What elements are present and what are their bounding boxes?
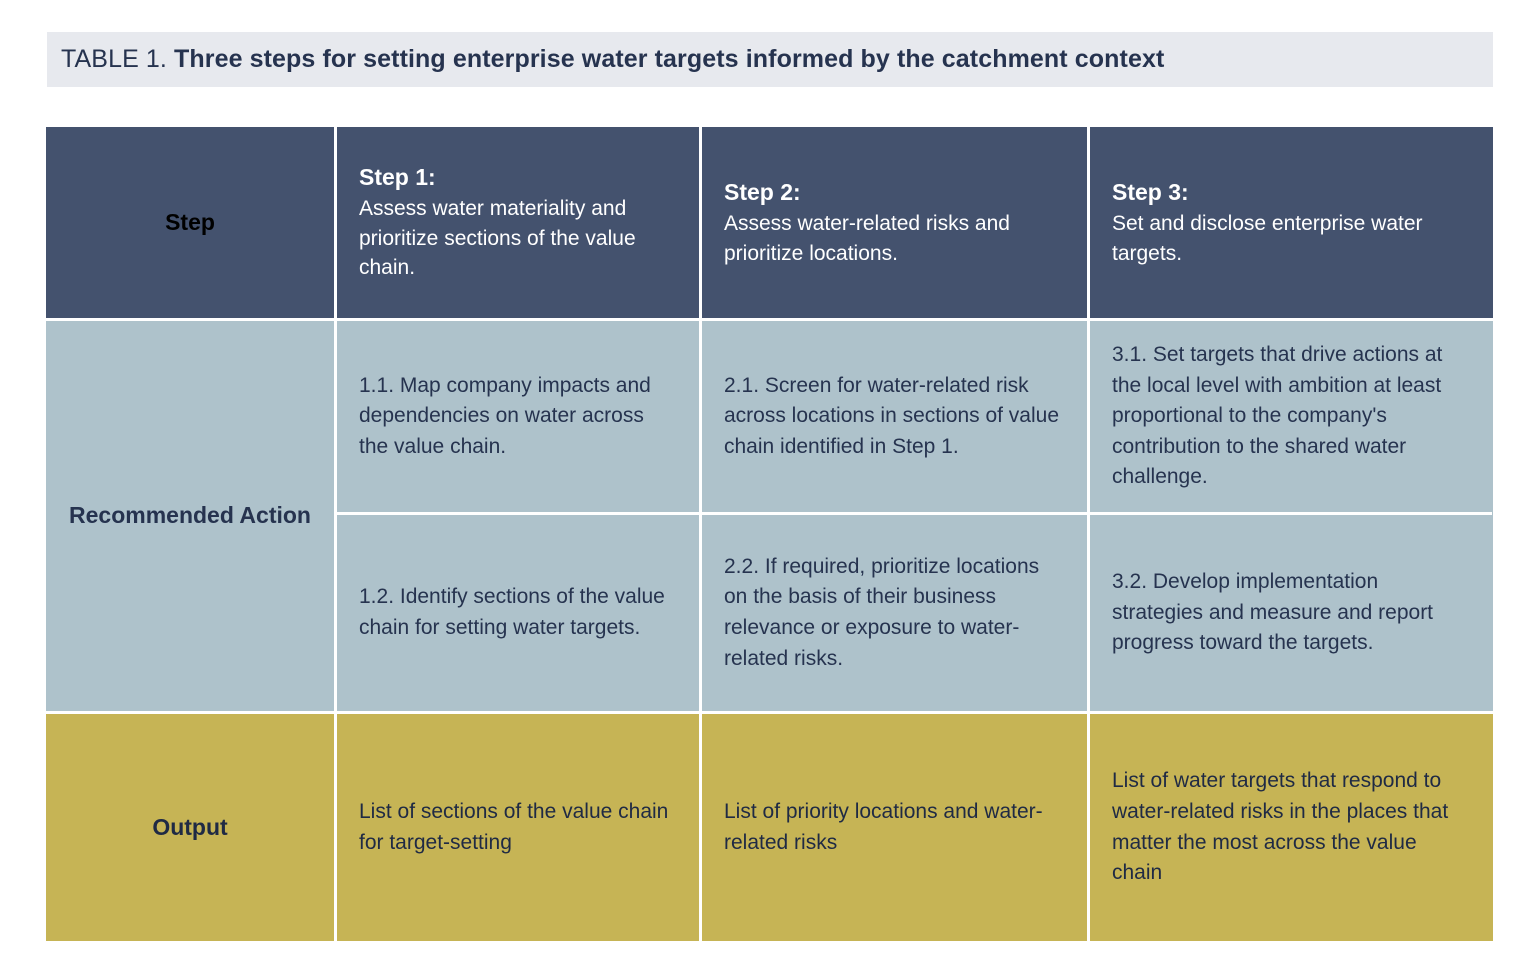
table-row-recommended-action: Recommended Action 1.1. Map company impa… — [46, 321, 1493, 711]
action-text-2-2: 2.2. If required, prioritize locations o… — [724, 554, 1040, 670]
step-1-description: Assess water materiality and prioritize … — [359, 196, 636, 280]
action-text-1-1: 1.1. Map company impacts and dependencie… — [359, 373, 651, 458]
action-column-step-1: 1.1. Map company impacts and dependencie… — [337, 321, 702, 711]
step-2-title: Step 2: — [724, 178, 801, 205]
step-1-title: Step 1: — [359, 163, 436, 190]
step-2-description: Assess water-related risks and prioritiz… — [724, 211, 1010, 265]
action-cell-3-2: 3.2. Develop implementation strategies a… — [1090, 515, 1492, 711]
output-text-3: List of water targets that respond to wa… — [1112, 769, 1449, 885]
action-text-3-2: 3.2. Develop implementation strategies a… — [1112, 570, 1434, 655]
action-cell-2-2: 2.2. If required, prioritize locations o… — [702, 515, 1087, 711]
table-title-text: Three steps for setting enterprise water… — [174, 45, 1165, 73]
output-text-2: List of priority locations and water-rel… — [724, 799, 1043, 854]
output-text-1: List of sections of the value chain for … — [359, 799, 669, 854]
action-row-divider — [46, 711, 1493, 714]
row-label-output-text: Output — [152, 813, 228, 840]
action-text-2-1: 2.1. Screen for water-related risk acros… — [724, 373, 1060, 458]
table-header-row: Step Step 1: Assess water materiality an… — [46, 127, 1493, 318]
action-cell-3-1: 3.1. Set targets that drive actions at t… — [1090, 321, 1492, 515]
action-text-1-2: 1.2. Identify sections of the value chai… — [359, 585, 665, 639]
header-cell-step-1: Step 1: Assess water materiality and pri… — [337, 127, 702, 318]
steps-table: Step Step 1: Assess water materiality an… — [46, 127, 1493, 941]
table-caption: TABLE 1. Three steps for setting enterpr… — [61, 45, 1164, 74]
action-column-step-2: 2.1. Screen for water-related risk acros… — [702, 321, 1090, 711]
row-label-recommended-action-text: Recommended Action — [69, 502, 311, 529]
table-row-output: Output List of sections of the value cha… — [46, 714, 1493, 941]
row-label-recommended-action: Recommended Action — [46, 321, 337, 711]
step-3-title: Step 3: — [1112, 178, 1189, 205]
output-cell-step-2: List of priority locations and water-rel… — [702, 714, 1090, 941]
action-cell-1-1: 1.1. Map company impacts and dependencie… — [337, 321, 699, 515]
table-caption-band: TABLE 1. Three steps for setting enterpr… — [47, 32, 1493, 87]
row-label-output: Output — [46, 714, 337, 941]
row-label-step: Step — [46, 127, 337, 318]
table-number-label: TABLE 1. — [61, 45, 167, 73]
output-cell-step-3: List of water targets that respond to wa… — [1090, 714, 1492, 941]
action-cell-2-1: 2.1. Screen for water-related risk acros… — [702, 321, 1087, 515]
row-label-step-text: Step — [165, 208, 215, 235]
action-column-step-3: 3.1. Set targets that drive actions at t… — [1090, 321, 1492, 711]
step-3-description: Set and disclose enterprise water target… — [1112, 211, 1423, 265]
action-cell-1-2: 1.2. Identify sections of the value chai… — [337, 515, 699, 711]
header-cell-step-2: Step 2: Assess water-related risks and p… — [702, 127, 1090, 318]
output-cell-step-1: List of sections of the value chain for … — [337, 714, 702, 941]
header-row-divider — [46, 318, 1493, 321]
action-text-3-1: 3.1. Set targets that drive actions at t… — [1112, 342, 1443, 489]
header-cell-step-3: Step 3: Set and disclose enterprise wate… — [1090, 127, 1492, 318]
